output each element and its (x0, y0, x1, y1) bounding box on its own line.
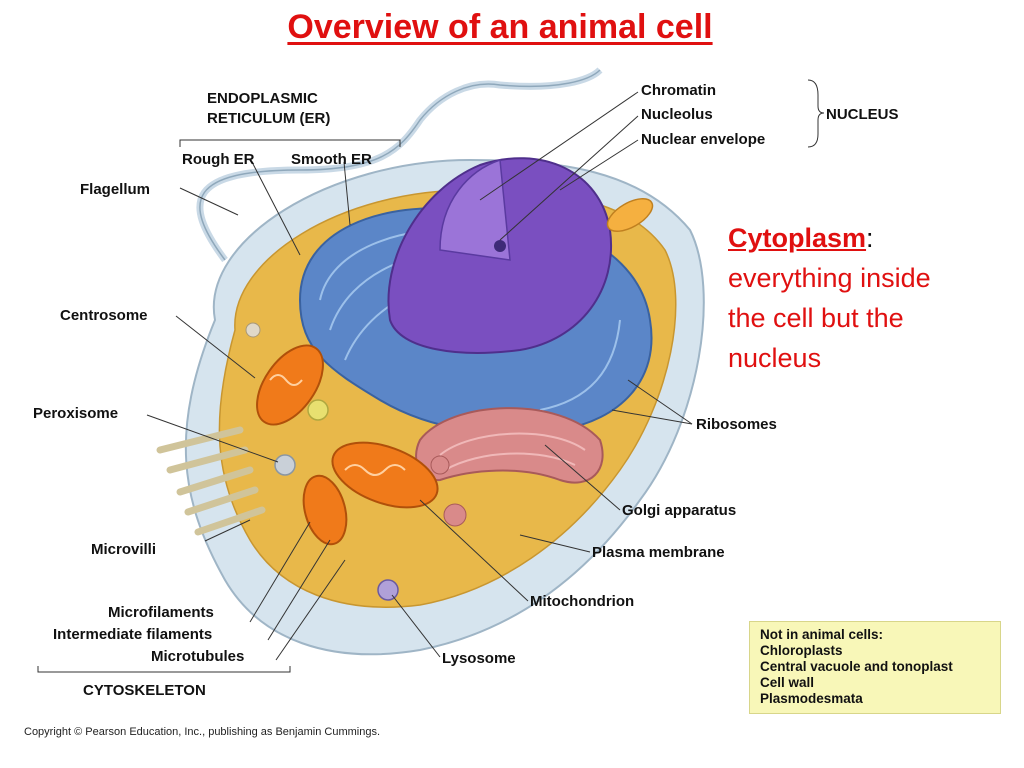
peroxisome-shape (274, 454, 296, 476)
label-ribosomes: Ribosomes (696, 416, 777, 433)
microvilli-shape (156, 426, 266, 536)
not-in-animal-cells-box: Not in animal cells: Chloroplasts Centra… (749, 621, 1001, 714)
label-centrosome: Centrosome (60, 307, 148, 324)
note-heading: Not in animal cells: (760, 627, 884, 642)
label-peroxisome: Peroxisome (33, 405, 119, 422)
page-title: Overview of an animal cell (287, 8, 713, 46)
centrosome-shape (307, 399, 329, 421)
cytoplasm-definition: Cytoplasm: everything inside the cell bu… (728, 218, 1008, 378)
label-golgi-apparatus: Golgi apparatus (622, 502, 737, 519)
label-lysosome: Lysosome (442, 650, 516, 667)
mitochondrion-shape-2 (331, 441, 439, 509)
er-heading-line-1: ENDOPLASMIC (207, 90, 318, 107)
note-item: Cell wall (760, 675, 815, 690)
label-intermediate-filaments: Intermediate filaments (53, 626, 213, 643)
label-mitochondrion: Mitochondrion (530, 593, 635, 610)
cytoplasm-line-1: everything inside (728, 263, 931, 293)
label-plasma-membrane: Plasma membrane (592, 544, 725, 561)
label-nuclear-envelope: Nuclear envelope (641, 131, 766, 148)
label-microvilli: Microvilli (91, 541, 157, 558)
note-item: Plasmodesmata (760, 691, 863, 706)
label-smooth-er: Smooth ER (291, 151, 372, 168)
note-item: Chloroplasts (760, 643, 843, 658)
label-chromatin: Chromatin (641, 82, 716, 99)
label-nucleolus: Nucleolus (641, 106, 713, 123)
label-cytoskeleton: CYTOSKELETON (83, 682, 206, 699)
label-nucleus: NUCLEUS (826, 106, 899, 123)
er-heading-line-2: RETICULUM (ER) (207, 110, 331, 127)
lysosome-shape (377, 579, 399, 601)
cytoplasm-term: Cytoplasm (728, 223, 867, 253)
copyright-text: Copyright © Pearson Education, Inc., pub… (24, 726, 381, 738)
cytoplasm-colon: : (866, 223, 874, 253)
note-item: Central vacuole and tonoplast (760, 659, 953, 674)
label-rough-er: Rough ER (182, 151, 255, 168)
label-flagellum: Flagellum (80, 181, 151, 198)
label-microfilaments: Microfilaments (108, 604, 214, 621)
mitochondrion-shape-3 (302, 474, 348, 546)
cytoplasm-line-3: nucleus (728, 343, 822, 373)
label-microtubules: Microtubules (151, 648, 245, 665)
cytoplasm-line-2: the cell but the (728, 303, 904, 333)
mitochondrion-shape-1 (256, 344, 324, 426)
